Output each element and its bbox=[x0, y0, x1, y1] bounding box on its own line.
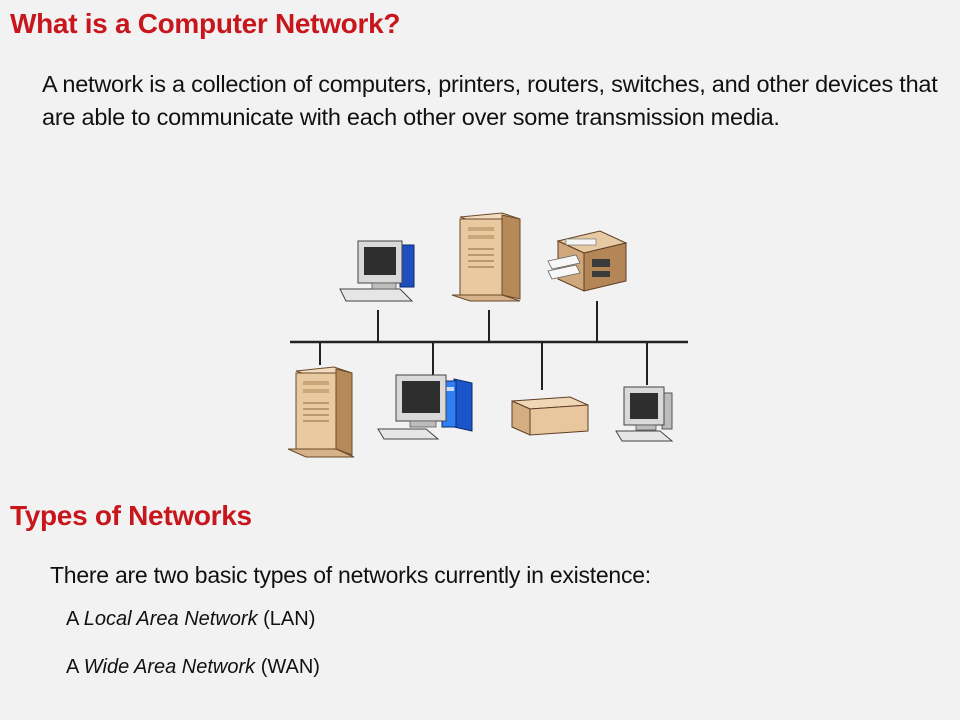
page-title: What is a Computer Network? bbox=[10, 8, 401, 39]
desktop-computer-icon bbox=[615, 386, 674, 442]
network-type-lan: A Local Area Network (LAN) bbox=[66, 608, 316, 630]
desktop-computer-icon bbox=[377, 374, 473, 440]
tower-server-icon bbox=[287, 366, 355, 458]
network-type-wan: A Wide Area Network (WAN) bbox=[66, 656, 320, 678]
desktop-computer-icon bbox=[339, 240, 415, 302]
types-intro: There are two basic types of networks cu… bbox=[50, 562, 651, 588]
network-definition: A network is a collection of computers, … bbox=[42, 71, 938, 130]
network-device-icon bbox=[511, 396, 589, 436]
tower-server-icon bbox=[451, 212, 521, 302]
section-heading-types: Types of Networks bbox=[10, 500, 252, 531]
printer-icon bbox=[547, 230, 628, 292]
network-diagram bbox=[287, 212, 688, 458]
